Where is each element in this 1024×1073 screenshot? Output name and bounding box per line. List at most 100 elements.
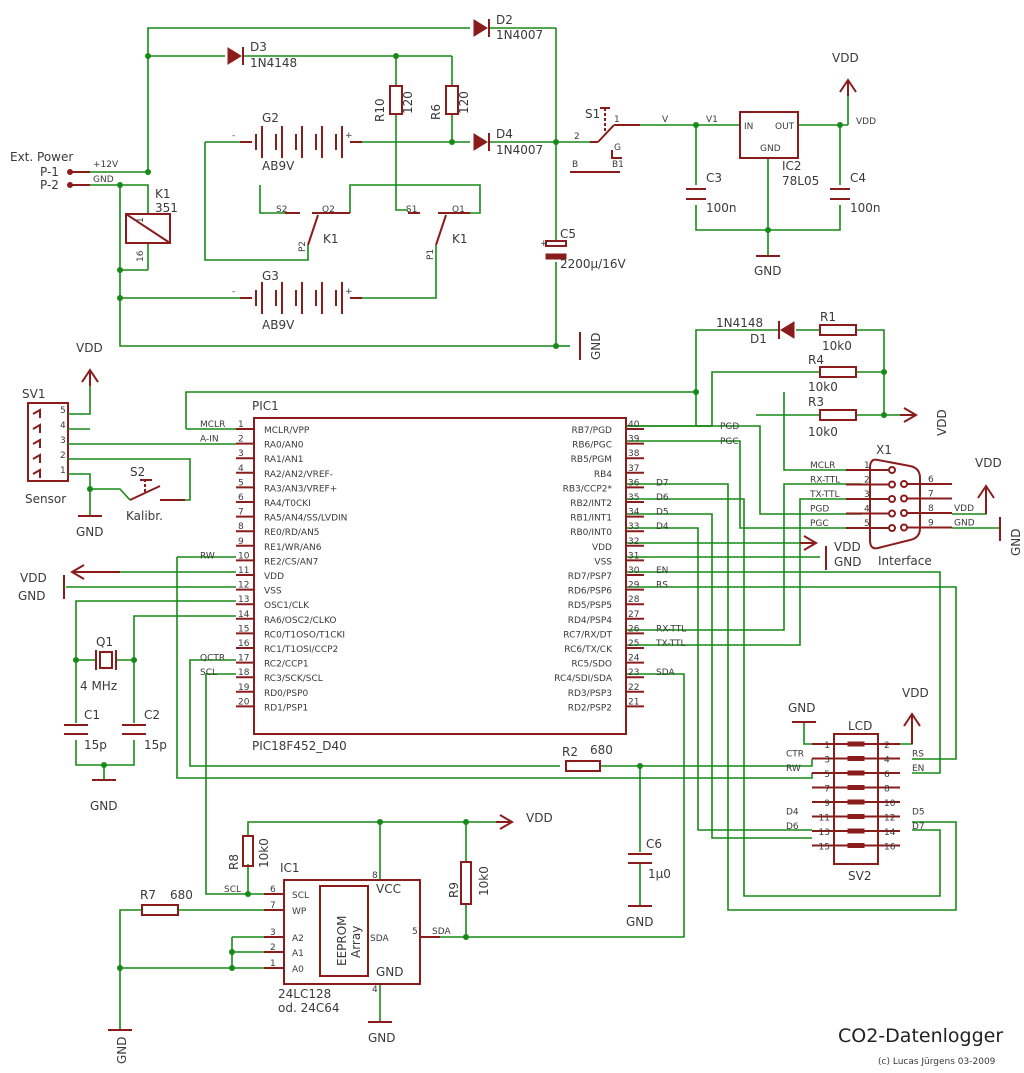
pic-pin-number: 36: [628, 478, 640, 488]
lcd-pin-number: 10: [884, 799, 896, 809]
svg-text:GND: GND: [760, 144, 781, 154]
svg-text:680: 680: [590, 743, 613, 757]
sensor-wires: [68, 385, 236, 515]
pic-pin-number: 1: [238, 420, 244, 430]
svg-text:G2: G2: [262, 111, 279, 125]
relay-k1-coil: K1 351 1 16: [125, 187, 178, 262]
x1-net-label: PGC: [810, 519, 829, 529]
svg-text:O2: O2: [322, 205, 335, 215]
copyright-note: (c) Lucas Jürgens 03-2009: [878, 1057, 996, 1067]
pic-pin-number: 33: [628, 522, 639, 532]
sensor-junctions: [87, 486, 93, 492]
pic-pin-function: RA4/T0CKI: [264, 499, 311, 509]
eeprom-pin-function: A0: [292, 965, 304, 975]
svg-text:C2: C2: [144, 708, 160, 722]
svg-text:100n: 100n: [706, 201, 737, 215]
pic-pin-function: RA2/AN2/VREF-: [264, 470, 333, 480]
svg-text:SV2: SV2: [848, 869, 871, 883]
power-junctions: [117, 53, 559, 349]
svg-text:P2: P2: [298, 241, 308, 252]
svg-text:VDD: VDD: [832, 51, 859, 65]
pic18f452: PIC1 PIC18F452_D40 1MCLR/VPPMCLR2RA0/AN0…: [200, 399, 686, 753]
pic-pin-function: VDD: [264, 572, 284, 582]
eeprom-pin-function: WP: [292, 907, 307, 917]
svg-text:4: 4: [372, 985, 378, 995]
lcd-pin-number: 2: [884, 741, 890, 751]
x1-pin-contact: [900, 509, 908, 517]
x1-pin-number: 1: [864, 461, 870, 471]
svg-text:S2: S2: [276, 205, 287, 215]
pic-net-label: SCL: [200, 668, 217, 678]
pic-pin-function: RD0/PSP0: [264, 689, 309, 699]
resistor-r9: R9 10k0: [447, 861, 491, 905]
x1-pin-number: 4: [864, 505, 870, 515]
pic-pin-number: 31: [628, 551, 639, 561]
svg-text:GND: GND: [788, 701, 816, 715]
pic-pin-function: RC7/RX/DT: [563, 630, 612, 640]
x1-pin-contact: [888, 524, 896, 532]
eeprom-pin-number: 3: [270, 928, 276, 938]
svg-text:C4: C4: [850, 171, 866, 185]
svg-text:2: 2: [574, 132, 580, 142]
lcd-pin-stub: [855, 814, 865, 819]
lcd-pin-stub: [855, 828, 865, 834]
svg-text:VDD: VDD: [834, 540, 861, 554]
pic-pin-number: 28: [628, 595, 640, 605]
pic-pin-function: RB6/PGC: [572, 441, 612, 451]
pic-pin-function: RE1/WR/AN6: [264, 543, 322, 553]
svg-text:R7: R7: [140, 888, 156, 902]
svg-text:VDD: VDD: [20, 571, 47, 585]
svg-text:+: +: [540, 239, 548, 249]
pic-junctions: [73, 369, 887, 769]
svg-text:IN: IN: [744, 122, 753, 132]
svg-text:1: 1: [136, 217, 146, 223]
lcd-pin-number: 1: [824, 741, 830, 751]
eeprom-pin-number: 6: [270, 885, 276, 895]
pic-pin-number: 11: [238, 566, 249, 576]
lcd-pin-stub: [855, 756, 865, 761]
x1-pin-contact: [888, 509, 896, 518]
x1-pin-contact: [888, 480, 896, 489]
gnd-symbol-lcd: GND: [788, 701, 816, 723]
svg-text:R6: R6: [429, 104, 443, 120]
resistor-r6: R6 120: [429, 85, 471, 120]
resistor-r8: R8 10k0: [227, 835, 271, 870]
svg-text:10k0: 10k0: [808, 380, 838, 394]
eeprom-pin-number: 7: [270, 901, 276, 911]
lcd-pin-number: 7: [824, 785, 830, 795]
svg-text:100n: 100n: [850, 201, 881, 215]
pic-pin-function: RC1/T1OSI/CCP2: [264, 645, 338, 655]
svg-text:K1: K1: [323, 232, 339, 246]
pic-net-label: D4: [656, 522, 669, 532]
svg-text:680: 680: [170, 888, 193, 902]
lcd-pin-stub: [847, 814, 857, 819]
svg-text:1N4007: 1N4007: [496, 28, 543, 42]
pic-pin-number: 24: [628, 654, 640, 664]
lcd-pin-number: 3: [824, 756, 830, 766]
svg-text:VDD: VDD: [975, 456, 1002, 470]
net-12v-label: +12V: [93, 160, 119, 170]
pic-pin-number: 2: [238, 435, 244, 445]
svg-text:C5: C5: [560, 227, 576, 241]
svg-text:D3: D3: [250, 40, 267, 54]
eeprom-ic1: IC1 VCC GND EEPROM Array 8 4 24LC128 od.…: [224, 861, 451, 1015]
pic-pin-function: RB5/PGM: [571, 455, 612, 465]
svg-text:GND: GND: [376, 965, 404, 979]
lcd-pin-stub: [847, 756, 857, 761]
resistor-r1: R1 10k0: [819, 310, 857, 353]
battery-g2: -+ G2 AB9V: [232, 111, 362, 173]
lcd-net-label: EN: [912, 764, 924, 774]
svg-text:R3: R3: [808, 395, 824, 409]
eeprom-net-label: SCL: [224, 885, 241, 895]
capacitor-c1: C1 15p: [64, 708, 107, 752]
lcd-pin-stub: [847, 741, 857, 747]
svg-text:78L05: 78L05: [782, 174, 819, 188]
x1-net-label: MCLR: [810, 461, 835, 471]
pic-pin-number: 15: [238, 624, 249, 634]
sensor-connector-sv1: SV1 Sensor 5 4 3 2 1: [22, 387, 69, 506]
gnd-symbol-eeprom: GND: [368, 1021, 396, 1045]
lcd-pin-stub: [855, 741, 865, 747]
drawing-title: CO2-Datenlogger: [838, 1025, 1003, 1047]
